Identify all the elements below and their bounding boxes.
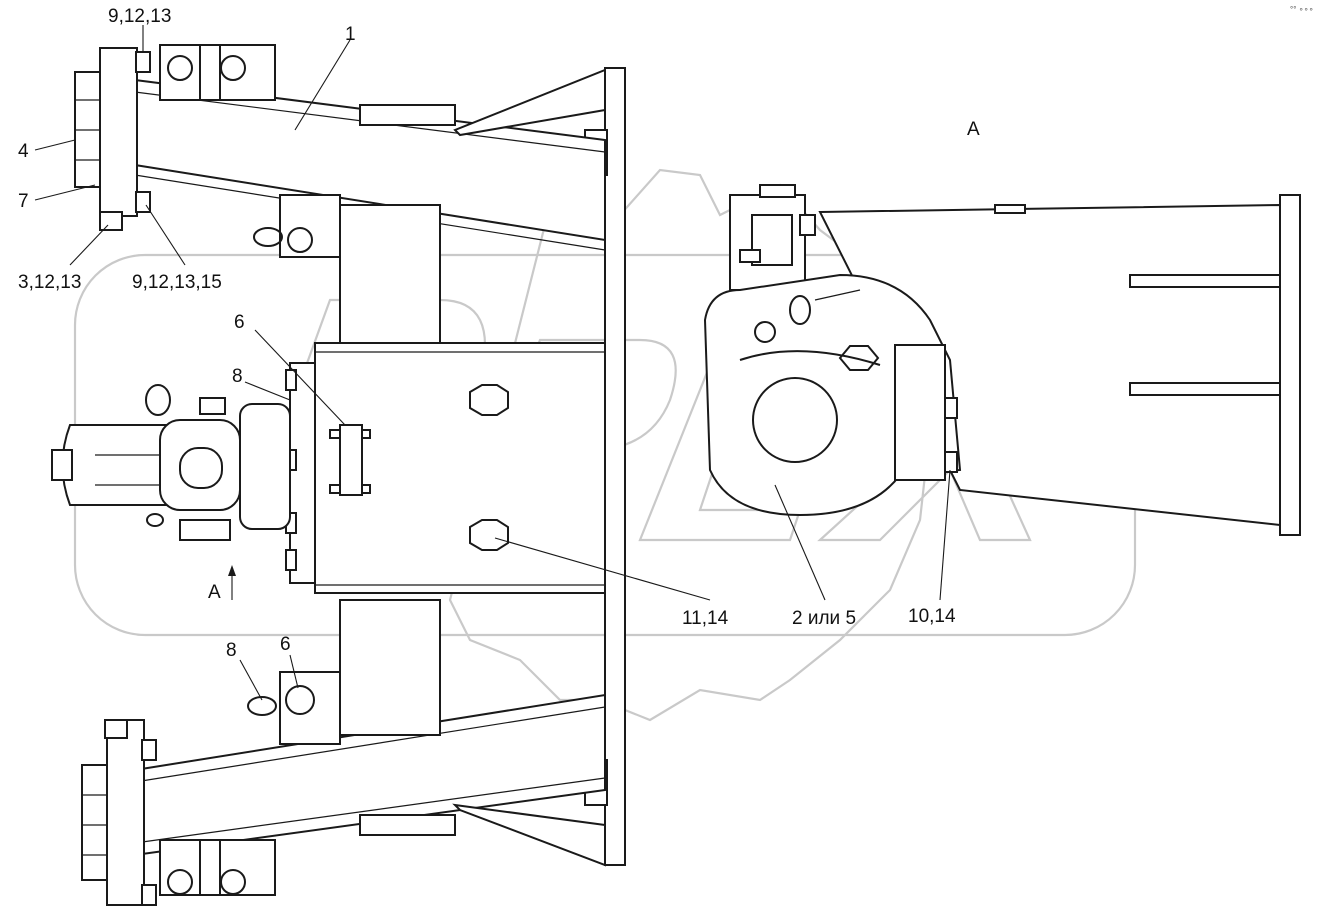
label-4: 4 [18, 141, 29, 162]
label-10-14: 10,14 [908, 606, 956, 627]
leader-lines [34, 25, 951, 701]
label-view-a: A [967, 119, 980, 140]
lower-beam [134, 599, 606, 896]
label-9-12-13: 9,12,13 [108, 6, 171, 27]
label-9-12-13-15: 9,12,13,15 [132, 272, 222, 293]
label-7: 7 [18, 191, 29, 212]
callout-labels: 1 4 7 9,12,13 3,12,13 9,12,13,15 6 8 A 8… [18, 5, 1314, 661]
upper-beam [134, 44, 606, 346]
label-11-14: 11,14 [682, 608, 729, 629]
upper-left-flange [74, 47, 151, 231]
label-1: 1 [345, 24, 356, 45]
lower-left-flange [81, 719, 157, 906]
label-8-bottom: 8 [226, 640, 237, 661]
label-6-bottom: 6 [280, 634, 291, 655]
label-8-top: 8 [232, 366, 243, 387]
view-a-assembly [703, 184, 1301, 536]
label-3-12-13: 3,12,13 [18, 272, 81, 293]
label-6-top: 6 [234, 312, 245, 333]
arrow-head-icon [228, 565, 236, 576]
label-a-arrow: A [208, 582, 221, 603]
label-2-or-5: 2 или 5 [792, 608, 856, 629]
hitch-coupling [51, 384, 291, 541]
central-box [285, 342, 606, 594]
corner-mark: °° ∘∘∘ [1290, 5, 1314, 14]
cotter-pins [247, 227, 315, 716]
